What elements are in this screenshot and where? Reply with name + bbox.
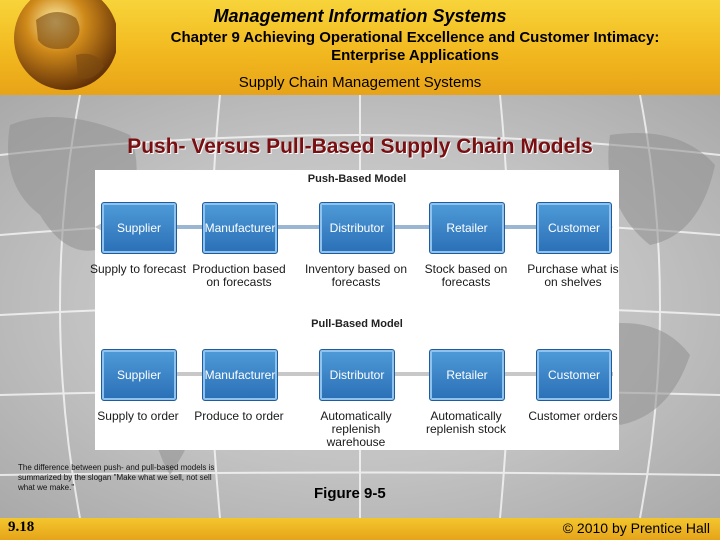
push-box-customer: Customer — [536, 202, 612, 254]
pull-caption-manufacturer: Produce to order — [194, 409, 284, 423]
pull-caption-distributor: Automatically replenish warehouse — [320, 409, 392, 449]
globe-icon — [14, 0, 116, 90]
slide-title: Push- Versus Pull-Based Supply Chain Mod… — [127, 135, 593, 158]
pull-box-retailer: Retailer — [429, 349, 505, 401]
push-caption-distributor: Inventory based on forecasts — [304, 262, 408, 289]
pull-box-customer: Customer — [536, 349, 612, 401]
push-model-title: Push-Based Model — [307, 173, 407, 185]
push-box-retailer: Retailer — [429, 202, 505, 254]
page-number: 9.18 — [8, 519, 35, 535]
section-title: Supply Chain Management Systems — [238, 74, 482, 91]
push-box-distributor: Distributor — [319, 202, 395, 254]
push-box-manufacturer: Manufacturer — [202, 202, 278, 254]
chapter-title: Chapter 9 Achieving Operational Excellen… — [170, 29, 660, 64]
push-caption-manufacturer: Production based on forecasts — [192, 262, 286, 289]
pull-caption-supplier: Supply to order — [97, 409, 179, 423]
pull-caption-customer: Customer orders — [528, 409, 618, 423]
pull-box-supplier: Supplier — [101, 349, 177, 401]
copyright-text: © 2010 by Prentice Hall — [562, 520, 710, 536]
figure-label: Figure 9-5 — [314, 485, 386, 502]
pull-box-manufacturer: Manufacturer — [202, 349, 278, 401]
figure-note: The difference between push- and pull-ba… — [18, 463, 215, 492]
push-box-supplier: Supplier — [101, 202, 177, 254]
course-title: Management Information Systems — [213, 6, 507, 26]
pull-model-title: Pull-Based Model — [311, 318, 403, 330]
footer-band: 9.18 © 2010 by Prentice Hall — [0, 518, 720, 540]
supply-chain-figure: Push-Based Model Supplier Manufacturer D… — [90, 170, 619, 450]
pull-caption-retailer: Automatically replenish stock — [425, 409, 507, 436]
header-band: Management Information Systems Chapter 9… — [0, 0, 720, 95]
push-caption-supplier: Supply to forecast — [89, 262, 187, 276]
push-caption-retailer: Stock based on forecasts — [424, 262, 508, 289]
push-caption-customer: Purchase what is on shelves — [527, 262, 619, 289]
pull-box-distributor: Distributor — [319, 349, 395, 401]
